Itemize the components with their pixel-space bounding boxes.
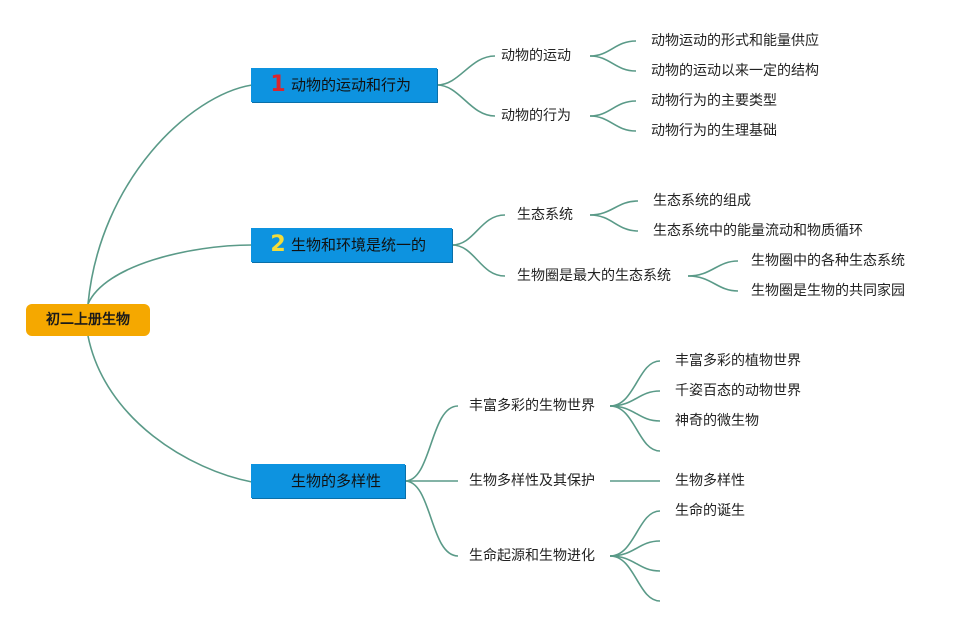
branch-topic-2[interactable]: 2 生物和环境是统一的 — [251, 228, 452, 262]
link-b1-sub2-leaf1 — [589, 100, 637, 117]
branch-label: 动物的运动和行为 — [291, 76, 412, 94]
leaf-topic[interactable]: 生态系统的组成 — [653, 193, 751, 209]
link-b2-sub1 — [451, 214, 506, 246]
link-b3-sub3-leaf4 — [609, 555, 661, 602]
subtopic-origin-evolution[interactable]: 生命起源和生物进化 — [469, 548, 595, 564]
leaf-topic[interactable]: 生物多样性 — [675, 473, 745, 489]
leaf-topic[interactable]: 生物圈中的各种生态系统 — [751, 253, 905, 269]
link-b2-sub2-leaf2 — [687, 275, 739, 292]
leaf-topic[interactable]: 生态系统中的能量流动和物质循环 — [653, 223, 863, 239]
subtopic-biodiversity-protection[interactable]: 生物多样性及其保护 — [469, 473, 595, 489]
subtopic-diverse-world[interactable]: 丰富多彩的生物世界 — [469, 398, 595, 414]
leaf-topic[interactable]: 动物行为的生理基础 — [651, 123, 777, 139]
leaf-topic[interactable]: 生命的诞生 — [675, 503, 745, 519]
leaf-topic[interactable]: 动物行为的主要类型 — [651, 93, 777, 109]
number-1-icon: 1 — [270, 72, 286, 97]
branch-label: 生物和环境是统一的 — [291, 236, 427, 254]
leaf-topic[interactable]: 生物圈是生物的共同家园 — [751, 283, 905, 299]
link-b1-sub1-leaf2 — [589, 55, 637, 72]
subtopic-biosphere[interactable]: 生物圈是最大的生态系统 — [517, 268, 671, 284]
link-b1-sub2-leaf2 — [589, 115, 637, 132]
link-root-branch-3 — [87, 335, 253, 483]
link-b3-sub3 — [404, 480, 459, 557]
subtopic-animal-behavior[interactable]: 动物的行为 — [501, 108, 571, 124]
leaf-topic[interactable]: 千姿百态的动物世界 — [675, 383, 801, 399]
subtopic-animal-movement[interactable]: 动物的运动 — [501, 48, 571, 64]
leaf-topic[interactable]: 神奇的微生物 — [675, 413, 759, 429]
branch-label: 生物的多样性 — [291, 472, 382, 490]
leaf-topic[interactable]: 动物的运动以来一定的结构 — [651, 63, 819, 79]
link-b1-sub2 — [436, 84, 496, 117]
subtopic-ecosystem[interactable]: 生态系统 — [517, 207, 573, 223]
link-root-branch-2 — [87, 244, 253, 305]
root-topic[interactable]: 初二上册生物 — [26, 304, 150, 336]
leaf-topic[interactable]: 丰富多彩的植物世界 — [675, 353, 801, 369]
link-b2-sub2-leaf1 — [687, 260, 739, 277]
link-b2-sub2 — [451, 244, 506, 277]
branch-topic-1[interactable]: 1 动物的运动和行为 — [251, 68, 437, 102]
link-b2-sub1-leaf1 — [589, 200, 639, 216]
link-b1-sub1 — [436, 55, 496, 86]
leaf-topic[interactable]: 动物运动的形式和能量供应 — [651, 33, 819, 49]
link-b3-sub1-leaf4 — [609, 405, 661, 452]
number-2-icon: 2 — [270, 232, 286, 257]
link-b2-sub1-leaf2 — [589, 214, 639, 232]
branch-topic-3[interactable]: 生物的多样性 — [251, 464, 405, 498]
link-b1-sub1-leaf1 — [589, 40, 637, 57]
link-root-branch-1 — [87, 84, 253, 305]
link-b3-sub1-leaf1 — [609, 360, 661, 407]
link-b3-sub1 — [404, 405, 459, 482]
link-b3-sub3-leaf1 — [609, 510, 661, 557]
